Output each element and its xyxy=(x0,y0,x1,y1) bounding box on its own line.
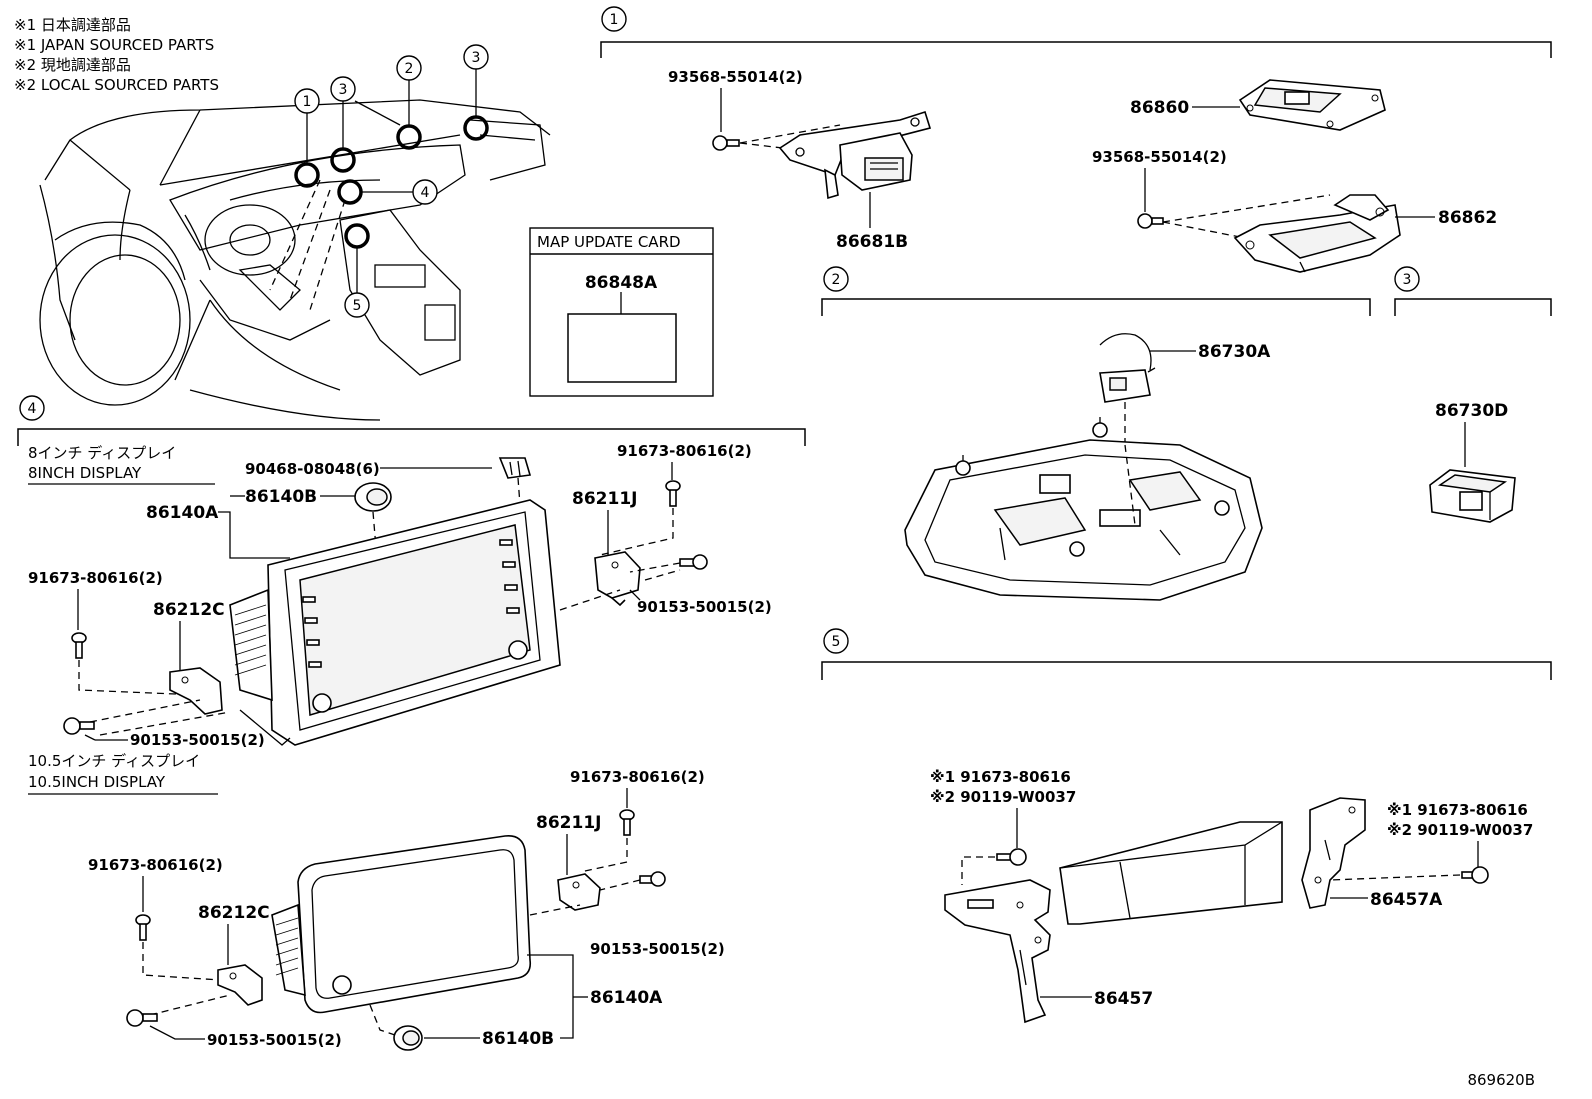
callout-1: 1 xyxy=(303,94,312,110)
section-4-number: 4 xyxy=(28,401,37,417)
car-interior-overview: 1 3 2 3 4 5 xyxy=(39,44,551,421)
bolt-icon-l10 xyxy=(135,914,151,941)
d10-knob-label: 86140B xyxy=(482,1029,554,1049)
module-86860-drawing xyxy=(1238,79,1386,131)
display-10inch-drawing xyxy=(271,834,532,1014)
s5-bracket-l-label: 86457 xyxy=(1094,989,1153,1009)
s5-bolt-l-1: ※1 91673-80616 xyxy=(930,768,1071,786)
section-2: 2 86730A xyxy=(821,266,1371,601)
bracket-86211j-10-drawing xyxy=(557,873,601,911)
figure-id: 869620B xyxy=(1467,1071,1535,1089)
bolt-icon-r10 xyxy=(619,809,635,836)
d8-screw-l-label: 90153-50015(2) xyxy=(130,731,265,749)
section1-screw-b-label: 93568-55014(2) xyxy=(1092,148,1227,166)
label-10inch-jp: 10.5インチ ディスプレイ xyxy=(28,752,200,770)
callout-3: 3 xyxy=(339,82,348,98)
callout-2: 2 xyxy=(405,61,414,77)
screw-icon-b xyxy=(1137,213,1164,229)
knob-icon-10 xyxy=(393,1025,423,1051)
clip-icon xyxy=(498,457,532,479)
s5-bolt-l-2: ※2 90119-W0037 xyxy=(930,788,1076,806)
callout-4: 4 xyxy=(421,185,430,201)
note-local-jp: ※2 現地調達部品 xyxy=(14,56,131,74)
bolt-icon-s5r xyxy=(1461,866,1489,884)
bracket-86681b-drawing xyxy=(778,110,932,200)
d10-bracket-r-label: 86211J xyxy=(536,813,601,833)
d8-bolt-l-label: 91673-80616(2) xyxy=(28,569,163,587)
d8-bracket-l-label: 86212C xyxy=(153,600,225,620)
bolt-icon-l xyxy=(71,632,87,659)
display-8inch-drawing xyxy=(229,499,561,746)
d10-display-label: 86140A xyxy=(590,988,663,1008)
d8-clip-label: 90468-08048(6) xyxy=(245,460,380,478)
section-3: 3 86730D xyxy=(1394,266,1552,523)
bolt-icon-s5l xyxy=(996,848,1027,866)
bracket-86457-drawing xyxy=(944,879,1051,1024)
d8-knob-label: 86140B xyxy=(245,487,317,507)
section-1: 1 93568-55014(2) 86681B 86860 xyxy=(600,6,1552,273)
screw-icon-r10 xyxy=(639,871,666,887)
callout-3b: 3 xyxy=(472,50,481,66)
bracket-86212c-drawing xyxy=(169,667,223,715)
section2-mic-label: 86730A xyxy=(1198,342,1271,362)
d10-bolt-r-label: 91673-80616(2) xyxy=(570,768,705,786)
d8-screw-r-label: 90153-50015(2) xyxy=(637,598,772,616)
section3-mic-label: 86730D xyxy=(1435,401,1508,421)
section-5-number: 5 xyxy=(832,634,841,650)
d8-display-label: 86140A xyxy=(146,503,219,523)
s5-bolt-r-2: ※2 90119-W0037 xyxy=(1387,821,1533,839)
screw-icon-l10 xyxy=(126,1009,158,1027)
section-2-number: 2 xyxy=(832,272,841,288)
section1-holder-label: 86862 xyxy=(1438,208,1497,228)
bracket-86457a-drawing xyxy=(1301,797,1366,909)
screw-icon xyxy=(712,135,740,151)
section-1-number: 1 xyxy=(610,12,619,28)
ecu-box-drawing xyxy=(1059,821,1283,925)
section-5: 5 ※1 91673-80616 ※2 90119-W0037 86457 xyxy=(821,628,1552,1024)
d10-screw-r-label: 90153-50015(2) xyxy=(590,940,725,958)
s5-bolt-r-1: ※1 91673-80616 xyxy=(1387,801,1528,819)
label-8inch-en: 8INCH DISPLAY xyxy=(28,464,142,482)
map-update-card-box: MAP UPDATE CARD 86848A xyxy=(529,227,714,397)
d10-screw-l-label: 90153-50015(2) xyxy=(207,1031,342,1049)
d8-bracket-r-label: 86211J xyxy=(572,489,637,509)
bracket-86212c-10-drawing xyxy=(217,964,263,1006)
section1-screw-a-label: 93568-55014(2) xyxy=(668,68,803,86)
note-japan-en: ※1 JAPAN SOURCED PARTS xyxy=(14,36,214,54)
d10-bolt-l-label: 91673-80616(2) xyxy=(88,856,223,874)
note-local-en: ※2 LOCAL SOURCED PARTS xyxy=(14,76,219,94)
screw-icon-r xyxy=(679,554,708,570)
label-8inch-jp: 8インチ ディスプレイ xyxy=(28,444,176,462)
s5-bracket-r-label: 86457A xyxy=(1370,890,1443,910)
knob-icon xyxy=(354,482,392,512)
bolt-icon-r xyxy=(665,480,681,507)
map-card-icon xyxy=(567,313,677,383)
mic-86730d-drawing xyxy=(1429,469,1516,523)
d10-bracket-l-label: 86212C xyxy=(198,903,270,923)
section-3-number: 3 xyxy=(1403,272,1412,288)
d8-bolt-r-label: 91673-80616(2) xyxy=(617,442,752,460)
screw-icon-l xyxy=(63,717,95,735)
overhead-console-drawing xyxy=(904,417,1263,601)
bracket-86211j-drawing xyxy=(594,551,641,607)
map-card-part: 86848A xyxy=(585,273,658,293)
note-japan-jp: ※1 日本調達部品 xyxy=(14,16,131,34)
section-4: 4 8インチ ディスプレイ 8INCH DISPLAY 90468-08048(… xyxy=(17,395,806,1051)
label-10inch-en: 10.5INCH DISPLAY xyxy=(28,773,166,791)
section1-bracket-label: 86681B xyxy=(836,232,908,252)
section1-module-label: 86860 xyxy=(1130,98,1189,118)
callout-5: 5 xyxy=(353,298,362,314)
mic-86730a-drawing xyxy=(1099,333,1156,403)
map-card-title: MAP UPDATE CARD xyxy=(537,233,681,251)
holder-86862-drawing xyxy=(1233,194,1401,273)
